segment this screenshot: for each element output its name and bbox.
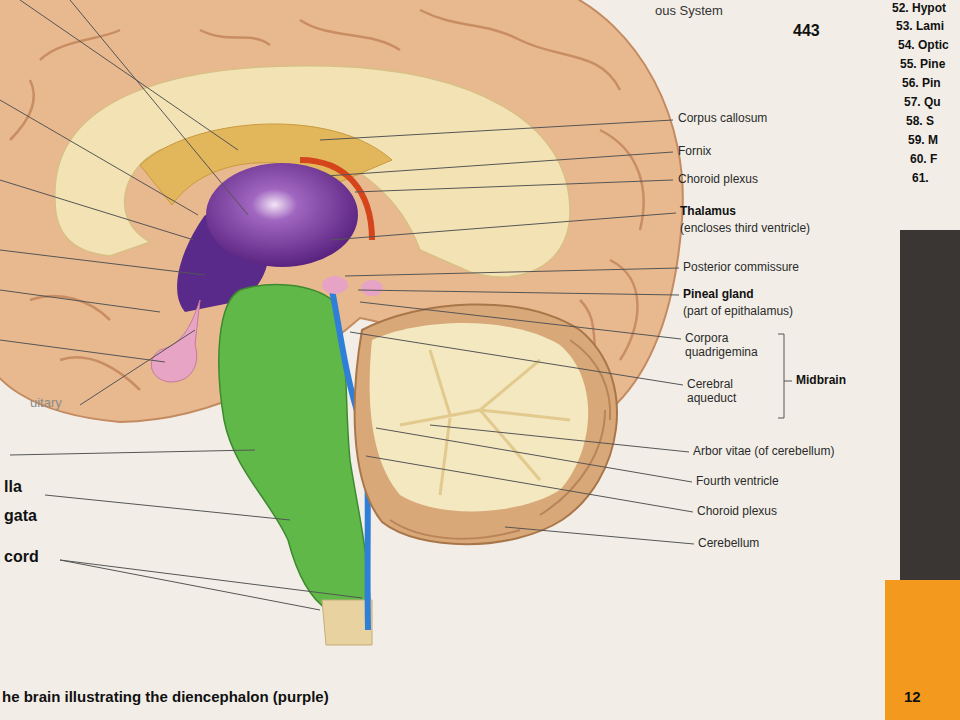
list-item: 59. M (908, 134, 938, 148)
page-number: 443 (793, 22, 820, 40)
spinal-cord (322, 600, 372, 645)
arbor-vitae (370, 323, 589, 511)
list-item: 54. Optic (898, 39, 949, 53)
cerebellum (355, 304, 617, 544)
corpus-callosum (55, 66, 570, 277)
part-label: gata (4, 507, 37, 525)
list-item: 57. Qu (904, 96, 941, 110)
book-edge (900, 230, 960, 590)
arbor-branches (400, 350, 570, 495)
part-label: Choroid plexus (697, 505, 777, 519)
list-item: 52. Hypot (892, 2, 946, 16)
figure-caption: he brain illustrating the diencephalon (… (2, 688, 329, 705)
part-label: cord (4, 548, 39, 566)
list-item: 55. Pine (900, 58, 945, 72)
page-tab (885, 580, 960, 720)
part-label: Corpora quadrigemina (685, 332, 777, 360)
leader-lines (0, 0, 792, 610)
part-label: (encloses third ventricle) (680, 222, 810, 236)
part-label: Cerebellum (698, 537, 759, 551)
part-label: Fornix (678, 145, 711, 159)
part-label: Cerebral aqueduct (687, 378, 759, 406)
thalamus (206, 163, 358, 267)
part-label: Fourth ventricle (696, 475, 779, 489)
pineal-gland (361, 280, 383, 296)
part-label: Pineal gland (683, 288, 754, 302)
brainstem (219, 285, 370, 610)
list-item: 56. Pin (902, 77, 941, 91)
part-label: Choroid plexus (678, 173, 758, 187)
tab-number: 12 (904, 688, 921, 705)
list-item: 53. Lami (896, 20, 944, 34)
part-label: Thalamus (680, 205, 736, 219)
list-item: 58. S (906, 115, 934, 129)
part-label: uitary (30, 396, 62, 411)
part-label: (part of epithalamus) (683, 305, 793, 319)
pineal-gland (322, 276, 348, 294)
list-item: 61. (912, 172, 929, 186)
part-label: Midbrain (796, 374, 846, 388)
part-label: lla (4, 478, 22, 496)
header-text: ous System (655, 4, 723, 19)
part-label: Corpus callosum (678, 112, 767, 126)
part-label: Posterior commissure (683, 261, 799, 275)
list-item: 60. F (910, 153, 937, 167)
part-label: Arbor vitae (of cerebellum) (693, 445, 834, 459)
